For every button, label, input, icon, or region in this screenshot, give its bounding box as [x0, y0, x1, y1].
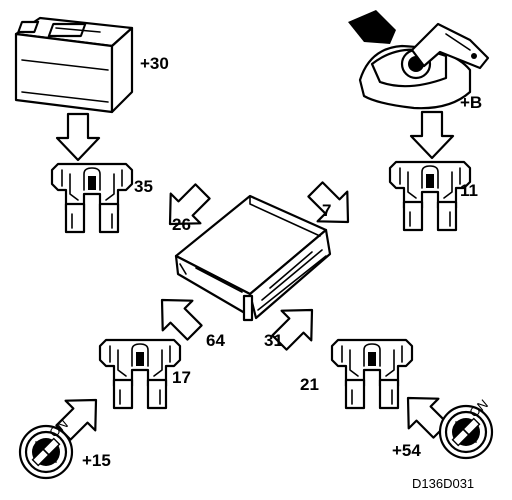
- pin-label-bottom-left: 64: [206, 331, 225, 350]
- fuse-icon-top-left: [50, 162, 134, 234]
- fuse-label-top-left: 35: [134, 177, 153, 196]
- terminal-label-bottom-left: +15: [82, 451, 111, 470]
- fuse-label-bottom-left: 17: [172, 368, 191, 387]
- fuse-icon-bottom-right: [330, 338, 414, 410]
- fuse-label-top-right: 11: [460, 181, 478, 200]
- pin-label-top-left: 26: [172, 215, 191, 234]
- battery-terminal-label: +30: [140, 54, 169, 73]
- figure-reference: D136D031: [412, 476, 474, 491]
- control-unit-icon: [174, 194, 332, 322]
- arrow-icon: [146, 284, 211, 349]
- pin-label-top-right: 7: [322, 201, 331, 220]
- pin-label-bottom-right: 31: [264, 331, 283, 350]
- fuse-icon-bottom-left: [98, 338, 182, 410]
- ignition-terminal-label: +B: [460, 93, 482, 112]
- battery-icon: [14, 16, 134, 114]
- arrow-icon: [409, 110, 455, 160]
- fuse-icon-top-right: [388, 160, 472, 232]
- terminal-label-bottom-right: +54: [392, 441, 421, 460]
- ignition-switch-icon-right: [438, 404, 494, 460]
- fuse-label-bottom-right: 21: [300, 375, 319, 394]
- ignition-switch-icon-left: [18, 424, 74, 480]
- ignition-key-icon: [348, 10, 490, 110]
- arrow-icon: [55, 112, 101, 162]
